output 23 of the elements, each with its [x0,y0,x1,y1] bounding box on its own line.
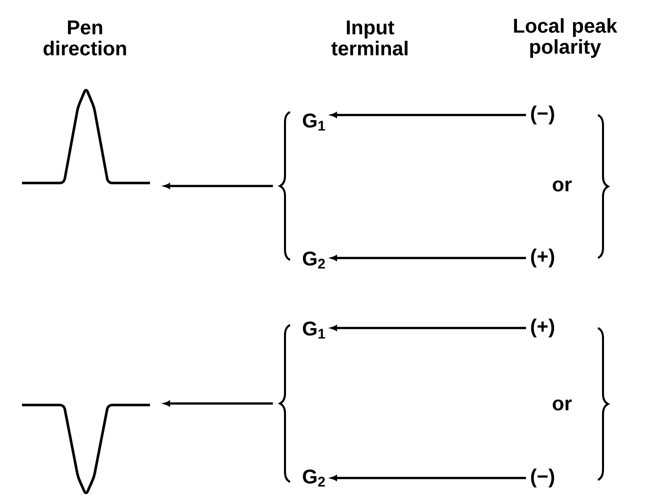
polarity-label: (+) [531,248,554,268]
or-label: or [552,180,572,192]
column-heading: Pen direction [44,20,126,56]
terminal-label: G$_{1}$ [302,113,326,131]
terminal-label: G$_{1}$ [302,321,326,339]
pen-trace-drawing [22,404,150,494]
terminal-label: G$_{2}$ [302,469,325,487]
pen-trace-drawing [22,90,150,184]
arrow [164,400,273,406]
arrow [330,112,526,118]
column-heading: Input terminal [331,20,408,56]
polarity-label: (−) [531,468,554,488]
polarity-label: (+) [531,318,554,338]
polarity-label: (−) [531,106,554,124]
arrow [330,475,526,481]
arrow [330,255,526,261]
or-label: or [552,400,572,410]
column-heading: Local peak polarity [514,18,618,58]
arrow [330,325,526,331]
terminal-label: G$_{2}$ [302,251,325,269]
curly-brace [279,324,291,483]
curly-brace [279,111,291,261]
arrow [164,183,273,189]
